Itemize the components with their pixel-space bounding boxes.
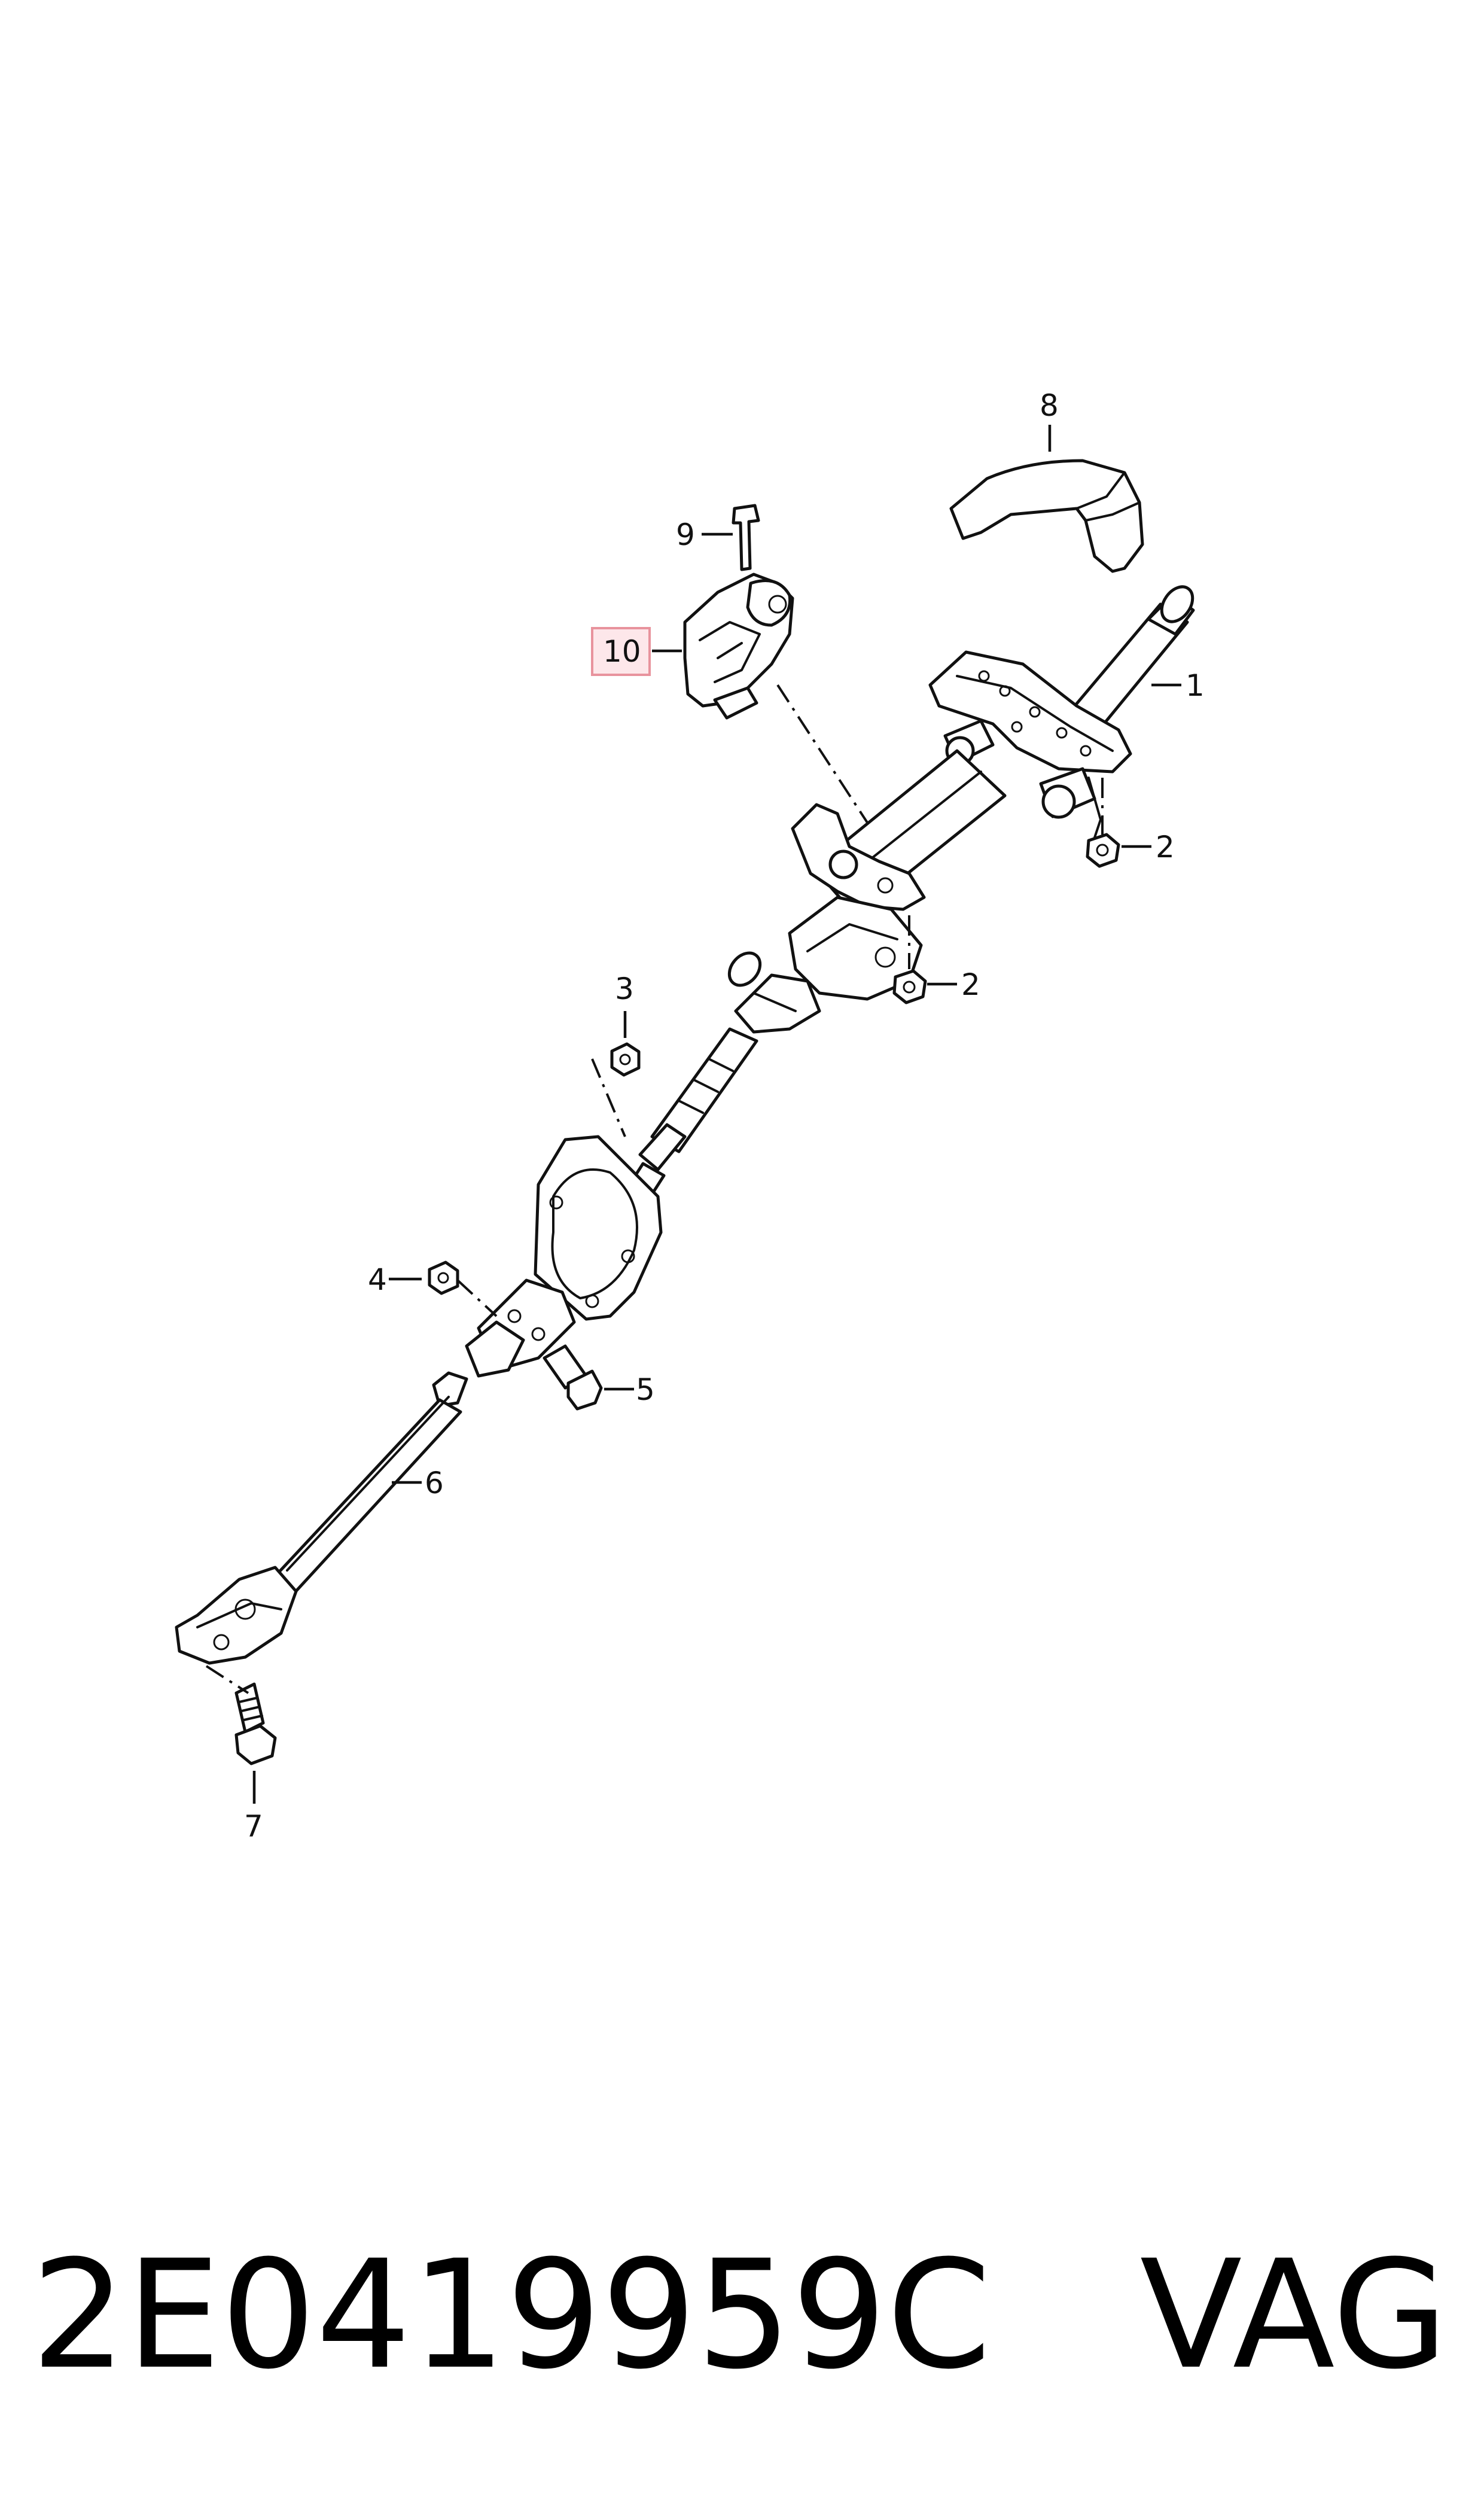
part-10-lock-housing (683, 573, 794, 720)
callout-4: 4 (368, 1262, 387, 1297)
callout-9: 9 (676, 517, 695, 552)
callout-10-highlight (591, 627, 651, 676)
part-9-pin (732, 504, 760, 571)
part-5-bolt (543, 1344, 603, 1411)
callout-6: 6 (425, 1466, 444, 1500)
part-2-nut-upper (1086, 833, 1120, 868)
callout-1: 1 (1186, 668, 1205, 703)
footer: 2E0419959C VAG (0, 2225, 1484, 2405)
callout-labels: 1 2 2 3 4 5 6 7 8 9 10 (244, 388, 1205, 1844)
part-4-nut (428, 1260, 459, 1295)
part-2-nut-lower (892, 969, 927, 1004)
part-8-column-cover (949, 459, 1144, 573)
firewall-boot (465, 1135, 663, 1378)
part-6-lower-shaft (175, 1371, 468, 1665)
callout-10: 10 (603, 634, 641, 669)
part-7-bolt (234, 1682, 277, 1765)
callout-2-upper: 2 (1156, 830, 1175, 864)
callout-3: 3 (615, 972, 634, 1006)
callout-8: 8 (1040, 388, 1059, 423)
callout-7: 7 (244, 1809, 263, 1844)
leader-lines (252, 425, 1181, 1804)
part-3-nut (610, 1042, 641, 1077)
part-number: 2E0419959C (31, 2228, 991, 2402)
brand-label: VAG (1139, 2228, 1448, 2402)
callout-5: 5 (636, 1372, 655, 1407)
assembly-lines (205, 684, 1104, 1694)
callout-2-lower: 2 (961, 967, 980, 1002)
part-1-steering-column (566, 585, 1195, 1294)
